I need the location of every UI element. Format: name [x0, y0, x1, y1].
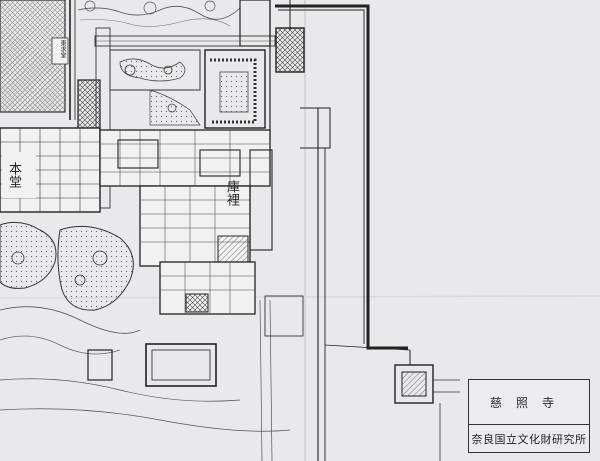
gate-structure — [394, 350, 460, 461]
site-boundary-top — [69, 0, 241, 120]
institution-name: 奈良国立文化財研究所 — [471, 433, 587, 446]
title-block: 慈照寺 奈良国立文化財研究所 — [468, 379, 590, 453]
inner-gardens — [109, 49, 266, 129]
outbuilding — [264, 295, 304, 337]
sand-garden — [0, 0, 69, 113]
pond-garden — [0, 221, 141, 381]
label-reception: 庫裡 — [224, 180, 239, 206]
label-main-hall: 本堂 — [6, 162, 21, 188]
main-hall — [0, 127, 101, 213]
label-small-sign: 東求堂 — [59, 40, 66, 58]
east-boundary-wall — [275, 4, 411, 461]
central-wing — [99, 129, 273, 315]
temple-name: 慈照寺 — [469, 380, 589, 425]
storehouse — [145, 343, 217, 387]
lower-left-paths — [0, 299, 291, 461]
